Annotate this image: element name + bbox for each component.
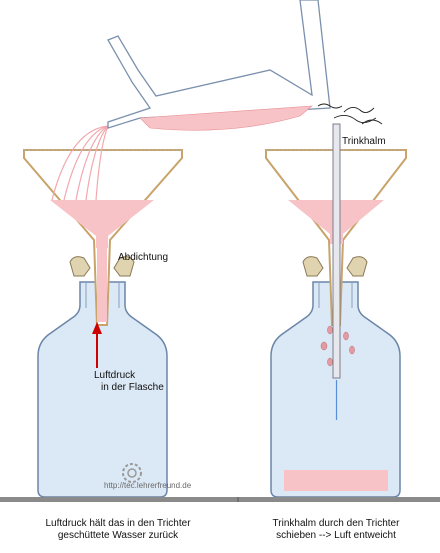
straw xyxy=(332,123,341,379)
left-caption-2: geschüttete Wasser zurück xyxy=(57,530,179,541)
table-left xyxy=(0,497,440,502)
left-stopper xyxy=(69,256,91,277)
pouring-streams xyxy=(51,125,109,201)
jug-water xyxy=(139,105,313,131)
right-bottle-water xyxy=(284,470,388,491)
water-drops xyxy=(320,325,355,367)
gear-icon xyxy=(122,463,142,483)
right-setup xyxy=(265,103,407,498)
air-pressure-label-1: Luftdruck xyxy=(94,370,136,381)
left-setup xyxy=(23,0,331,498)
air-pressure-label-2: in der Flasche xyxy=(101,382,164,393)
sealing-label: Abdichtung xyxy=(118,252,169,263)
watermark: http://tec.lehrerfreund.de xyxy=(104,481,192,490)
straw-label: Trinkhalm xyxy=(342,136,386,147)
air-wisps xyxy=(317,103,383,125)
air-pressure-arrow xyxy=(92,322,102,368)
right-caption-2: schieben --> Luft entweicht xyxy=(276,530,396,541)
right-caption-1: Trinkhalm durch den Trichter xyxy=(272,518,400,529)
left-caption-1: Luftdruck hält das in den Trichter xyxy=(45,518,191,529)
left-funnel-water xyxy=(50,200,154,248)
